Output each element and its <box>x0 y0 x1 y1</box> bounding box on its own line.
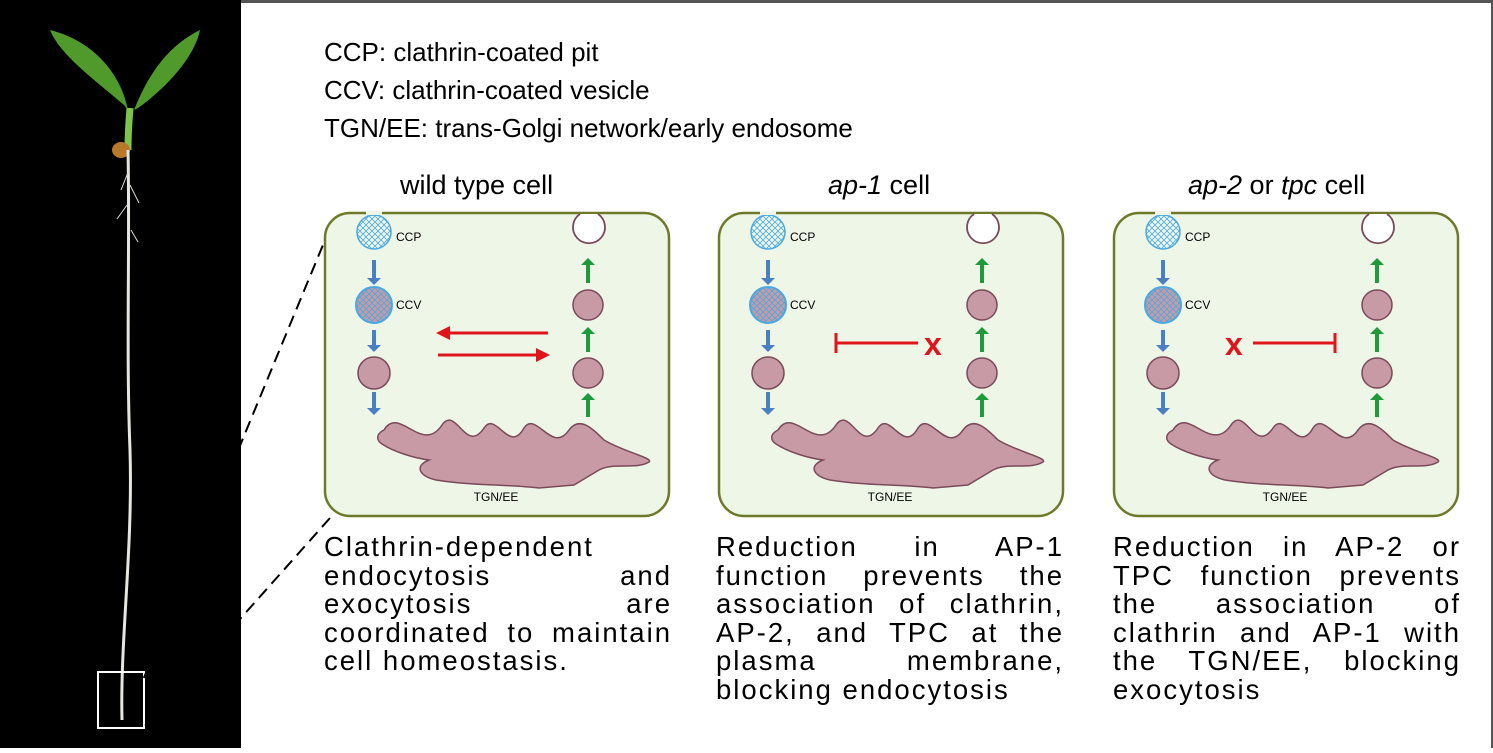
exo-arrow-1-head <box>1370 258 1384 265</box>
endo-arrow-3-head <box>367 408 381 415</box>
seedling-illustration <box>50 30 200 729</box>
ccv-coat <box>1145 287 1181 323</box>
zoom-box <box>97 671 145 729</box>
exocytic-pocket <box>966 213 1000 245</box>
exo-arrow-3-head <box>975 393 989 400</box>
block-x-mark: x <box>1225 326 1243 362</box>
legend-ccp: CCP: clathrin-coated pit <box>324 37 599 67</box>
exo-arrow-1-head <box>581 258 595 265</box>
endocytic-vesicle <box>357 356 391 390</box>
cotyledon-right <box>134 30 200 110</box>
exchange-arrow-left-head <box>436 326 450 340</box>
endo-arrow-3-head <box>1156 408 1170 415</box>
exo-arrow-2-head <box>581 327 595 334</box>
exocytic-vesicle-upper <box>966 289 998 321</box>
endo-arrow-1-head <box>367 278 381 285</box>
zoom-line-lower <box>142 517 331 729</box>
seedling-photo <box>0 0 241 748</box>
endo-arrow-3-head <box>761 408 775 415</box>
cell-panel-1: CCP CCV TGN/EE <box>323 211 671 518</box>
panel-description-wild-type: Clathrin-dependent endocytosis and exocy… <box>324 531 672 676</box>
ccv-label: CCV <box>1185 298 1210 312</box>
ccv-label: CCV <box>396 298 421 312</box>
exo-arrow-1-head <box>975 258 989 265</box>
endo-arrow-1-head <box>761 278 775 285</box>
ccv-coat <box>750 287 786 323</box>
endo-arrow-2-head <box>761 345 775 352</box>
exocytic-pocket <box>572 213 606 245</box>
panel-title-ap1: ap-1 cell <box>828 170 931 200</box>
exocytic-vesicle-upper <box>572 289 604 321</box>
tgn-ee-label: TGN/EE <box>474 490 519 504</box>
tgn-ee-label: TGN/EE <box>1263 490 1308 504</box>
seed-coat <box>112 142 130 158</box>
zoom-line-upper <box>142 227 331 681</box>
legend-ccv: CCV: clathrin-coated vesicle <box>324 75 650 105</box>
cell-panel-2: CCP CCV TGN/EE x <box>717 211 1065 518</box>
panel-title-ap2-tpc: ap-2 or tpc cell <box>1188 170 1366 200</box>
exocytic-vesicle-lower <box>966 357 998 389</box>
endo-arrow-2-head <box>1156 345 1170 352</box>
endocytic-vesicle <box>751 356 785 390</box>
ccp-label: CCP <box>790 230 815 244</box>
exchange-arrow-right-head <box>536 348 550 362</box>
exo-arrow-3-head <box>581 393 595 400</box>
exo-arrow-2-head <box>1370 327 1384 334</box>
panel-description-ap1: Reduction in AP-1 function prevents the … <box>716 531 1064 705</box>
ccp-pit <box>1145 214 1181 250</box>
ccv-coat <box>356 287 392 323</box>
endocytic-vesicle <box>1146 356 1180 390</box>
panel-title-wild-type: wild type cell <box>400 170 554 200</box>
tgn-ee-network <box>771 419 1045 489</box>
frame-right-line <box>1491 0 1493 748</box>
tgn-ee-label: TGN/EE <box>868 490 913 504</box>
tgn-ee-network <box>1166 419 1440 489</box>
cell-panel-3: CCP CCV TGN/EE x <box>1112 211 1460 518</box>
ccp-pit <box>356 214 392 250</box>
primary-root <box>120 149 132 721</box>
exocytic-pocket <box>1361 213 1395 245</box>
ccp-label: CCP <box>1185 230 1210 244</box>
tgn-ee-network <box>377 419 651 489</box>
exocytic-vesicle-lower <box>572 357 604 389</box>
root-hairs <box>116 169 140 243</box>
legend-tgn-ee: TGN/EE: trans-Golgi network/early endoso… <box>324 113 853 143</box>
endo-arrow-1-head <box>1156 278 1170 285</box>
block-x-mark: x <box>924 326 942 362</box>
ccp-label: CCP <box>396 230 421 244</box>
exo-arrow-3-head <box>1370 393 1384 400</box>
frame-top-line <box>241 0 1493 3</box>
exocytic-vesicle-lower <box>1361 357 1393 389</box>
panel-description-ap2-tpc: Reduction in AP-2 or TPC function preven… <box>1113 531 1461 705</box>
exo-arrow-2-head <box>975 327 989 334</box>
endo-arrow-2-head <box>367 345 381 352</box>
exocytic-vesicle-upper <box>1361 289 1393 321</box>
ccv-label: CCV <box>790 298 815 312</box>
ccp-pit <box>750 214 786 250</box>
cotyledon-left <box>50 30 128 110</box>
